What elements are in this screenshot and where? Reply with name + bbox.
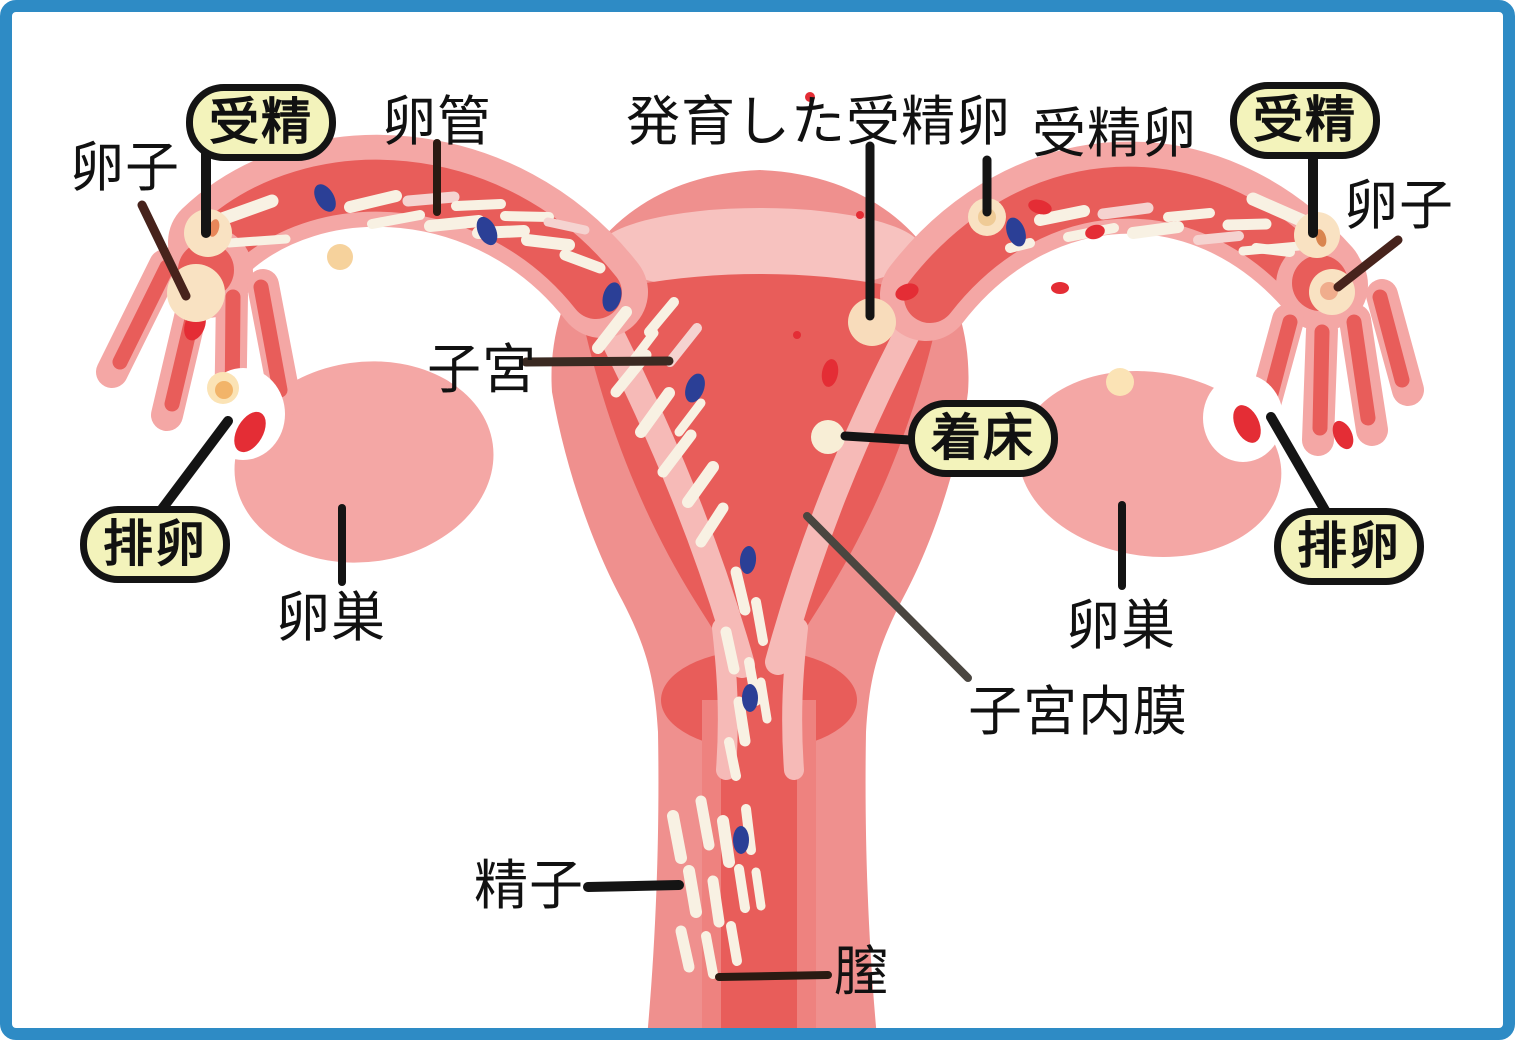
- line-ovulation-right: [1266, 412, 1331, 517]
- label-ovary-right: 卵巣: [1066, 594, 1176, 657]
- label-sperm: 精子: [474, 854, 584, 917]
- label-developed-zygote: 発育した受精卵: [626, 90, 1011, 153]
- egg-implantation: [811, 420, 845, 454]
- badge-fertilization-left: 受精: [186, 84, 336, 161]
- badge-ovulation-left: 排卵: [80, 506, 230, 583]
- egg-small-left: [327, 244, 353, 270]
- sperm-swarm-vagina: [667, 795, 766, 979]
- badge-ovulation-right: 排卵: [1274, 508, 1424, 585]
- label-ovum-left: 卵子: [70, 136, 180, 199]
- label-uterus: 子宮: [427, 338, 537, 401]
- label-ovum-right: 卵子: [1344, 174, 1454, 237]
- line-ovum-right: [1333, 235, 1403, 292]
- line-sperm: [583, 880, 684, 892]
- egg-ovulation-left: [207, 372, 239, 404]
- line-implantation: [840, 431, 915, 445]
- sperm-swarm-left-tube: [344, 190, 606, 274]
- ovary-left-shape: [234, 361, 494, 563]
- line-ovum-left: [137, 200, 191, 301]
- label-zygote: 受精卵: [1032, 102, 1197, 165]
- egg-developed-zygote: [848, 298, 896, 346]
- badge-implantation: 着床: [908, 400, 1058, 477]
- label-vagina: 膣: [834, 940, 889, 1003]
- fundus-highlight: [598, 208, 922, 292]
- fallopian-tube-right: [880, 141, 1364, 341]
- fimbriae-right: [1246, 239, 1424, 456]
- ovulation-blood-right: [1233, 405, 1261, 443]
- ovulation-blood-left: [234, 411, 266, 453]
- label-fallopian-tube: 卵管: [382, 90, 492, 153]
- egg-cells: [167, 192, 1355, 454]
- line-ovulation-left: [157, 416, 233, 514]
- label-ovary-left: 卵巣: [276, 586, 386, 649]
- line-endometrium: [803, 512, 972, 682]
- egg-zygote: [968, 198, 1006, 236]
- line-vagina: [715, 971, 832, 981]
- sperm-blue-group: [314, 184, 1026, 854]
- badge-fertilization-right: 受精: [1230, 82, 1380, 159]
- egg-ovulation-right: [1106, 368, 1134, 396]
- blood-spots: [184, 92, 1354, 453]
- label-endometrium: 子宮内膜: [968, 680, 1188, 743]
- line-uterus: [521, 356, 674, 367]
- uterine-cavity: [578, 274, 942, 708]
- leader-lines: [137, 139, 1403, 981]
